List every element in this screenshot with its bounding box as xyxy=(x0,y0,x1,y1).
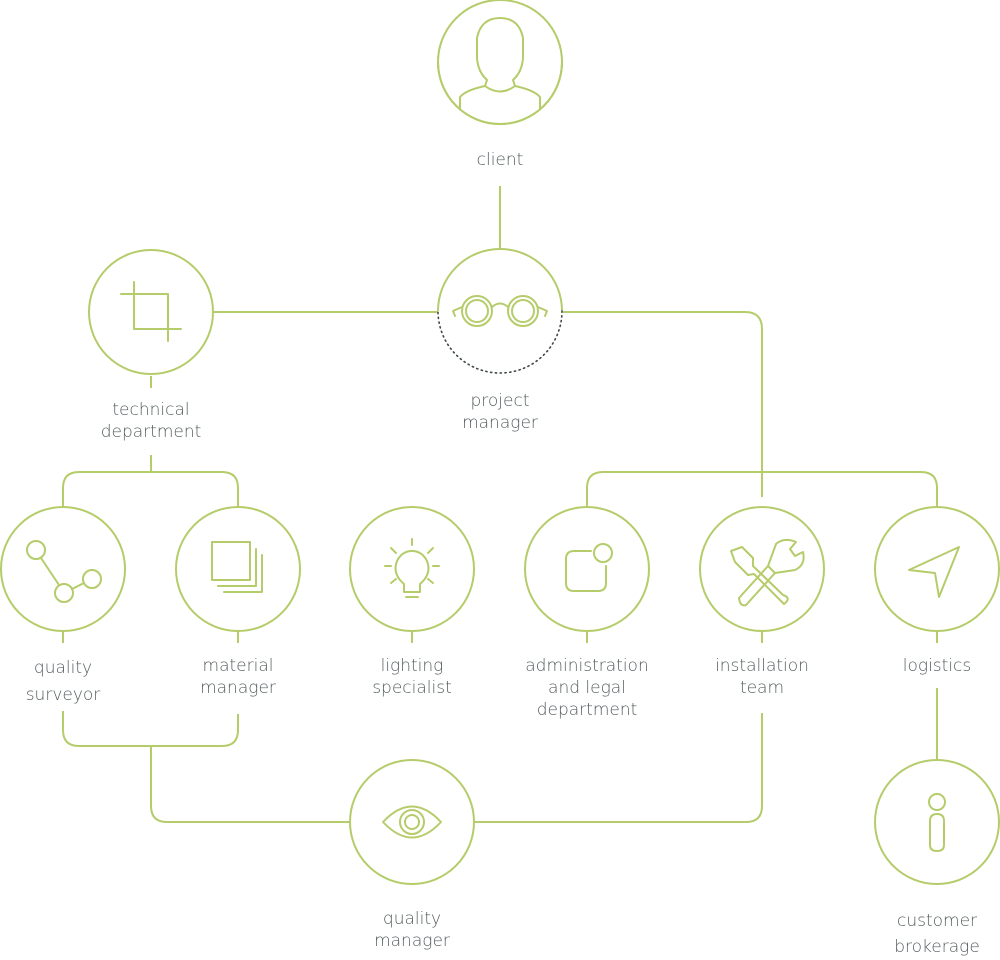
node-quality-manager xyxy=(349,759,475,885)
tools-icon xyxy=(730,538,805,607)
node-material-manager xyxy=(175,506,301,632)
notification-icon xyxy=(565,543,613,592)
node-customer-brokerage xyxy=(874,759,1000,885)
connector-line xyxy=(563,311,763,497)
info-icon xyxy=(928,793,946,852)
navigation-icon xyxy=(908,546,960,598)
connector-line xyxy=(150,746,350,823)
person-icon xyxy=(459,17,541,109)
connectors xyxy=(62,186,938,823)
node-lighting-specialist xyxy=(349,506,475,632)
label-client: client xyxy=(476,150,524,170)
stack-icon xyxy=(211,541,263,593)
node-quality-surveyor xyxy=(0,506,126,632)
ring-solid-half xyxy=(437,61,563,125)
ring-solid-half xyxy=(437,248,563,312)
lightbulb-icon xyxy=(384,538,440,598)
node-logistics xyxy=(874,506,1000,632)
connector-line xyxy=(62,711,239,747)
glasses-icon xyxy=(452,295,548,327)
node-client xyxy=(437,0,563,125)
label-logistics: logistics xyxy=(902,656,972,676)
node-project-manager xyxy=(437,248,563,374)
node-installation-team xyxy=(699,506,825,632)
connector-line xyxy=(62,471,239,507)
node-administration-legal xyxy=(524,506,650,632)
node-technical-department xyxy=(88,249,214,375)
ring-dotted-half xyxy=(437,0,563,63)
ring-dotted-half xyxy=(437,310,563,374)
nodes-icon xyxy=(26,540,102,603)
crop-icon xyxy=(120,281,182,342)
connector-line xyxy=(474,713,763,823)
eye-icon xyxy=(382,805,442,839)
connector-line xyxy=(586,471,938,507)
